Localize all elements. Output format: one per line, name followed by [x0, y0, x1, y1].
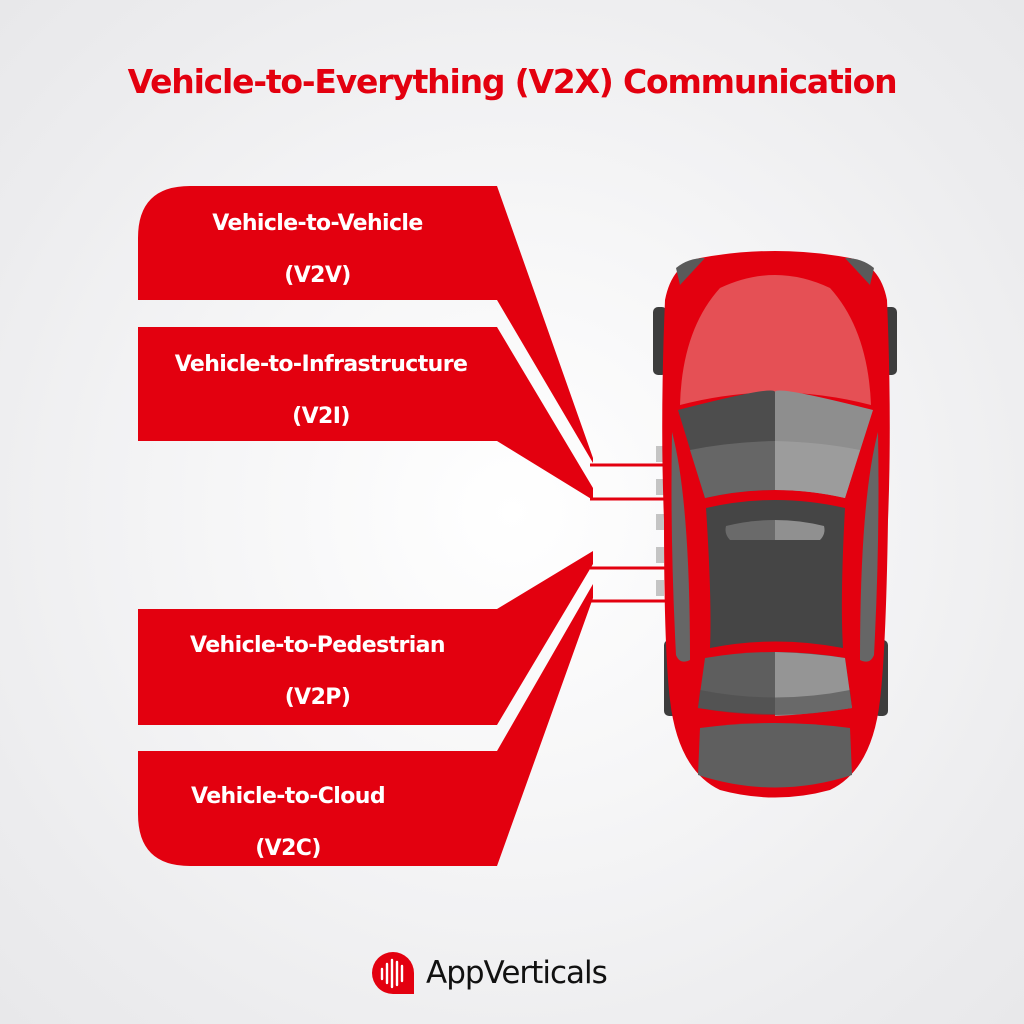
banner-v2v [138, 186, 593, 463]
brand-logo: AppVerticals [370, 948, 608, 998]
appverticals-logo-icon [372, 952, 414, 994]
signal-dashes [656, 446, 664, 596]
banner-v2p [138, 551, 593, 725]
node-v2p: Vehicle-to-Pedestrian (V2P) [138, 620, 497, 724]
node-v2i: Vehicle-to-Infrastructure (V2I) [138, 339, 504, 443]
banner-v2i [138, 327, 593, 500]
brand-name: AppVerticals [426, 955, 608, 991]
node-v2c-name: Vehicle-to-Cloud [191, 784, 386, 809]
connector-lines [590, 463, 665, 603]
banner-v2c [138, 584, 593, 866]
node-v2v-name: Vehicle-to-Vehicle [212, 211, 423, 236]
node-v2i-abbr: (V2I) [292, 404, 350, 429]
node-v2p-abbr: (V2P) [284, 685, 351, 710]
node-v2v-abbr: (V2V) [284, 263, 351, 288]
node-v2p-name: Vehicle-to-Pedestrian [190, 633, 446, 658]
node-v2c: Vehicle-to-Cloud (V2C) [138, 771, 438, 875]
page-title: Vehicle-to-Everything (V2X) Communicatio… [127, 62, 898, 101]
node-v2c-abbr: (V2C) [255, 836, 321, 861]
node-v2i-name: Vehicle-to-Infrastructure [174, 352, 468, 377]
car-top-view [653, 251, 897, 798]
node-v2v: Vehicle-to-Vehicle (V2V) [138, 198, 497, 302]
